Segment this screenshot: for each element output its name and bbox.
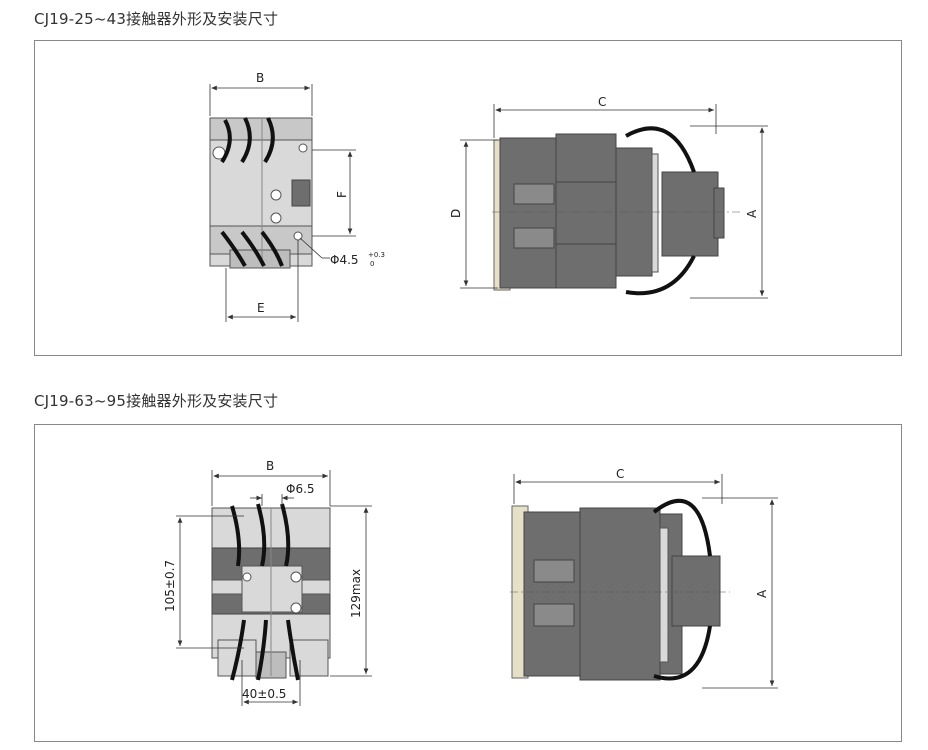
s2-label-height1: 105±0.7 <box>163 560 177 612</box>
s1-label-hole-tol-upper: +0.3 <box>368 251 385 259</box>
section1-title: CJ19-25~43接触器外形及安装尺寸 <box>34 10 279 28</box>
s2-label-width: 40±0.5 <box>242 687 286 701</box>
s2-front-dimensions <box>176 470 372 706</box>
s1-side-view <box>493 126 725 296</box>
s2-label-C: C <box>616 467 624 481</box>
s2-front-view <box>211 503 331 681</box>
s2-side-dimensions <box>510 474 778 689</box>
section2-frame <box>34 424 902 742</box>
section2-title: CJ19-63~95接触器外形及安装尺寸 <box>34 392 279 410</box>
s2-label-height2: 129max <box>349 569 363 618</box>
s2-side-view <box>511 498 721 681</box>
s1-front-view <box>209 117 313 269</box>
s2-label-B: B <box>266 459 274 473</box>
s1-label-A: A <box>745 209 759 218</box>
s1-label-B: B <box>256 71 264 85</box>
s1-label-D: D <box>449 209 463 218</box>
s1-label-hole-tol-lower: 0 <box>370 260 374 268</box>
s1-label-hole: Φ4.5 <box>330 253 359 267</box>
s1-label-E: E <box>257 301 265 315</box>
s1-front-dimensions <box>209 84 356 322</box>
s2-label-A: A <box>755 589 769 598</box>
s1-label-F: F <box>335 191 349 198</box>
s2-label-hole: Φ6.5 <box>286 482 315 496</box>
s1-label-C: C <box>598 95 606 109</box>
s1-side-dimensions <box>460 104 768 299</box>
